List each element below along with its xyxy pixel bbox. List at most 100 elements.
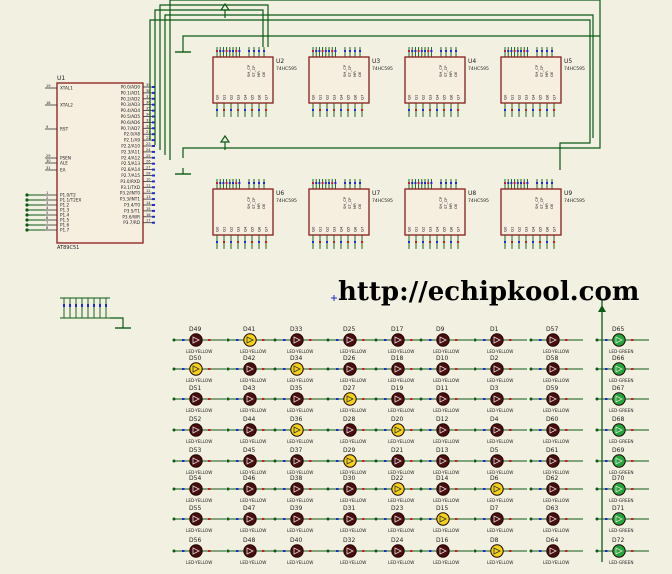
mcu-left-pin-name: PSEN (60, 156, 71, 161)
pin-state-marker (359, 182, 361, 184)
mcu-right-pin-name: P3.7/RD (123, 220, 140, 225)
shift-register-input-label: ST_CP (251, 65, 256, 77)
led-ref: D72 (612, 537, 624, 544)
p1-wire-end (25, 213, 29, 217)
shift-register-input-label: ST_CP (443, 65, 448, 77)
led-diode-symbol (493, 457, 501, 465)
led-wire-dot (529, 397, 533, 401)
led-part: LED-GREEN (609, 439, 633, 444)
led-diode-symbol (192, 365, 200, 373)
pin-state-marker (208, 398, 211, 400)
pin-state-marker (605, 488, 608, 490)
led-ref: D15 (436, 505, 448, 512)
led-diode-symbol (246, 485, 254, 493)
pin-state-marker (553, 109, 555, 111)
shift-register-output-label: Q3 (524, 226, 529, 232)
pin-state-marker (326, 109, 328, 111)
pin-state-marker (417, 50, 420, 52)
pin-state-marker (262, 460, 265, 462)
pin-state-marker (509, 368, 512, 370)
led-body (189, 482, 203, 496)
led-ref: D40 (290, 537, 302, 544)
pin-state-marker (408, 109, 410, 111)
led-part: LED-YELLOW (543, 470, 569, 475)
shift-register-ref: U5 (564, 58, 572, 65)
led-ref: D51 (189, 385, 201, 392)
shift-register-output-label: Q0 (407, 94, 412, 100)
led-wire-dot (326, 549, 330, 553)
shift-register-output-label: Q5 (250, 226, 255, 232)
pin-state-marker (309, 550, 312, 552)
pin-state-marker (483, 398, 486, 400)
pin-state-marker (318, 182, 321, 184)
pin-state-marker (384, 518, 387, 520)
shift-register-output-label: Q6 (449, 226, 454, 232)
pin-state-marker (631, 460, 634, 462)
pin-state-marker (445, 50, 447, 52)
led-body (243, 333, 257, 347)
mcu-right-pin-number: 22 (146, 136, 151, 140)
led-ref: D34 (290, 355, 302, 362)
pin-state-marker (541, 50, 543, 52)
pin-state-marker (525, 241, 527, 243)
led-body (343, 423, 357, 437)
led-wire-dot (273, 517, 277, 521)
led-body (343, 392, 357, 406)
led-wire-dot (326, 428, 330, 432)
led-ref: D57 (546, 326, 558, 333)
pin-state-marker (509, 488, 512, 490)
mcu-right-pin-name: P3.1/TXD (121, 185, 140, 190)
pin-state-marker (455, 518, 458, 520)
pin-state-marker (536, 182, 538, 184)
pin-state-marker (510, 50, 513, 52)
led-ref: D30 (343, 475, 355, 482)
pin-state-marker (283, 368, 286, 370)
power-symbol (219, 2, 231, 18)
shift-register-output-label: Q1 (318, 94, 323, 100)
pin-state-marker (631, 398, 634, 400)
led-diode-symbol (394, 515, 402, 523)
pin-state-marker (605, 339, 608, 341)
led-body (490, 423, 504, 437)
led-diode-symbol (439, 426, 447, 434)
led-ref: D38 (290, 475, 302, 482)
led-wire-dot (473, 459, 477, 463)
mcu-left-pin-name: P1.0/T2 (60, 193, 76, 198)
pin-state-marker (410, 368, 413, 370)
shift-register-input-label: MR (352, 71, 357, 77)
mcu-left-pin-name: P1.1/T2EX (60, 198, 81, 203)
pin-state-marker (509, 398, 512, 400)
shift-register-input-label: ST_CP (539, 65, 544, 77)
pin-state-marker (331, 182, 334, 184)
shift-register-part: 74HC595 (468, 198, 489, 204)
led-wire-dot (473, 487, 477, 491)
led-diode-symbol (293, 515, 301, 523)
led-diode-symbol (439, 336, 447, 344)
shift-register-output-label: Q0 (503, 94, 508, 100)
pin-state-marker (152, 162, 155, 165)
led-ref: D60 (546, 416, 558, 423)
led-part: LED-YELLOW (543, 528, 569, 533)
pin-state-marker (75, 304, 77, 307)
pin-state-marker (546, 241, 548, 243)
ground-symbol (115, 322, 131, 329)
shift-register-body (212, 188, 274, 236)
shift-register-part: 74HC595 (276, 198, 297, 204)
led-wire-dot (326, 487, 330, 491)
pin-state-marker (546, 182, 548, 184)
shift-register-output-label: Q4 (339, 226, 344, 232)
led-diode-symbol (246, 395, 254, 403)
pin-state-marker (309, 488, 312, 490)
shift-register-output-label: Q7 (456, 226, 461, 232)
pin-state-marker (182, 398, 185, 400)
led-ref: D70 (612, 475, 624, 482)
pin-state-marker (238, 50, 241, 52)
